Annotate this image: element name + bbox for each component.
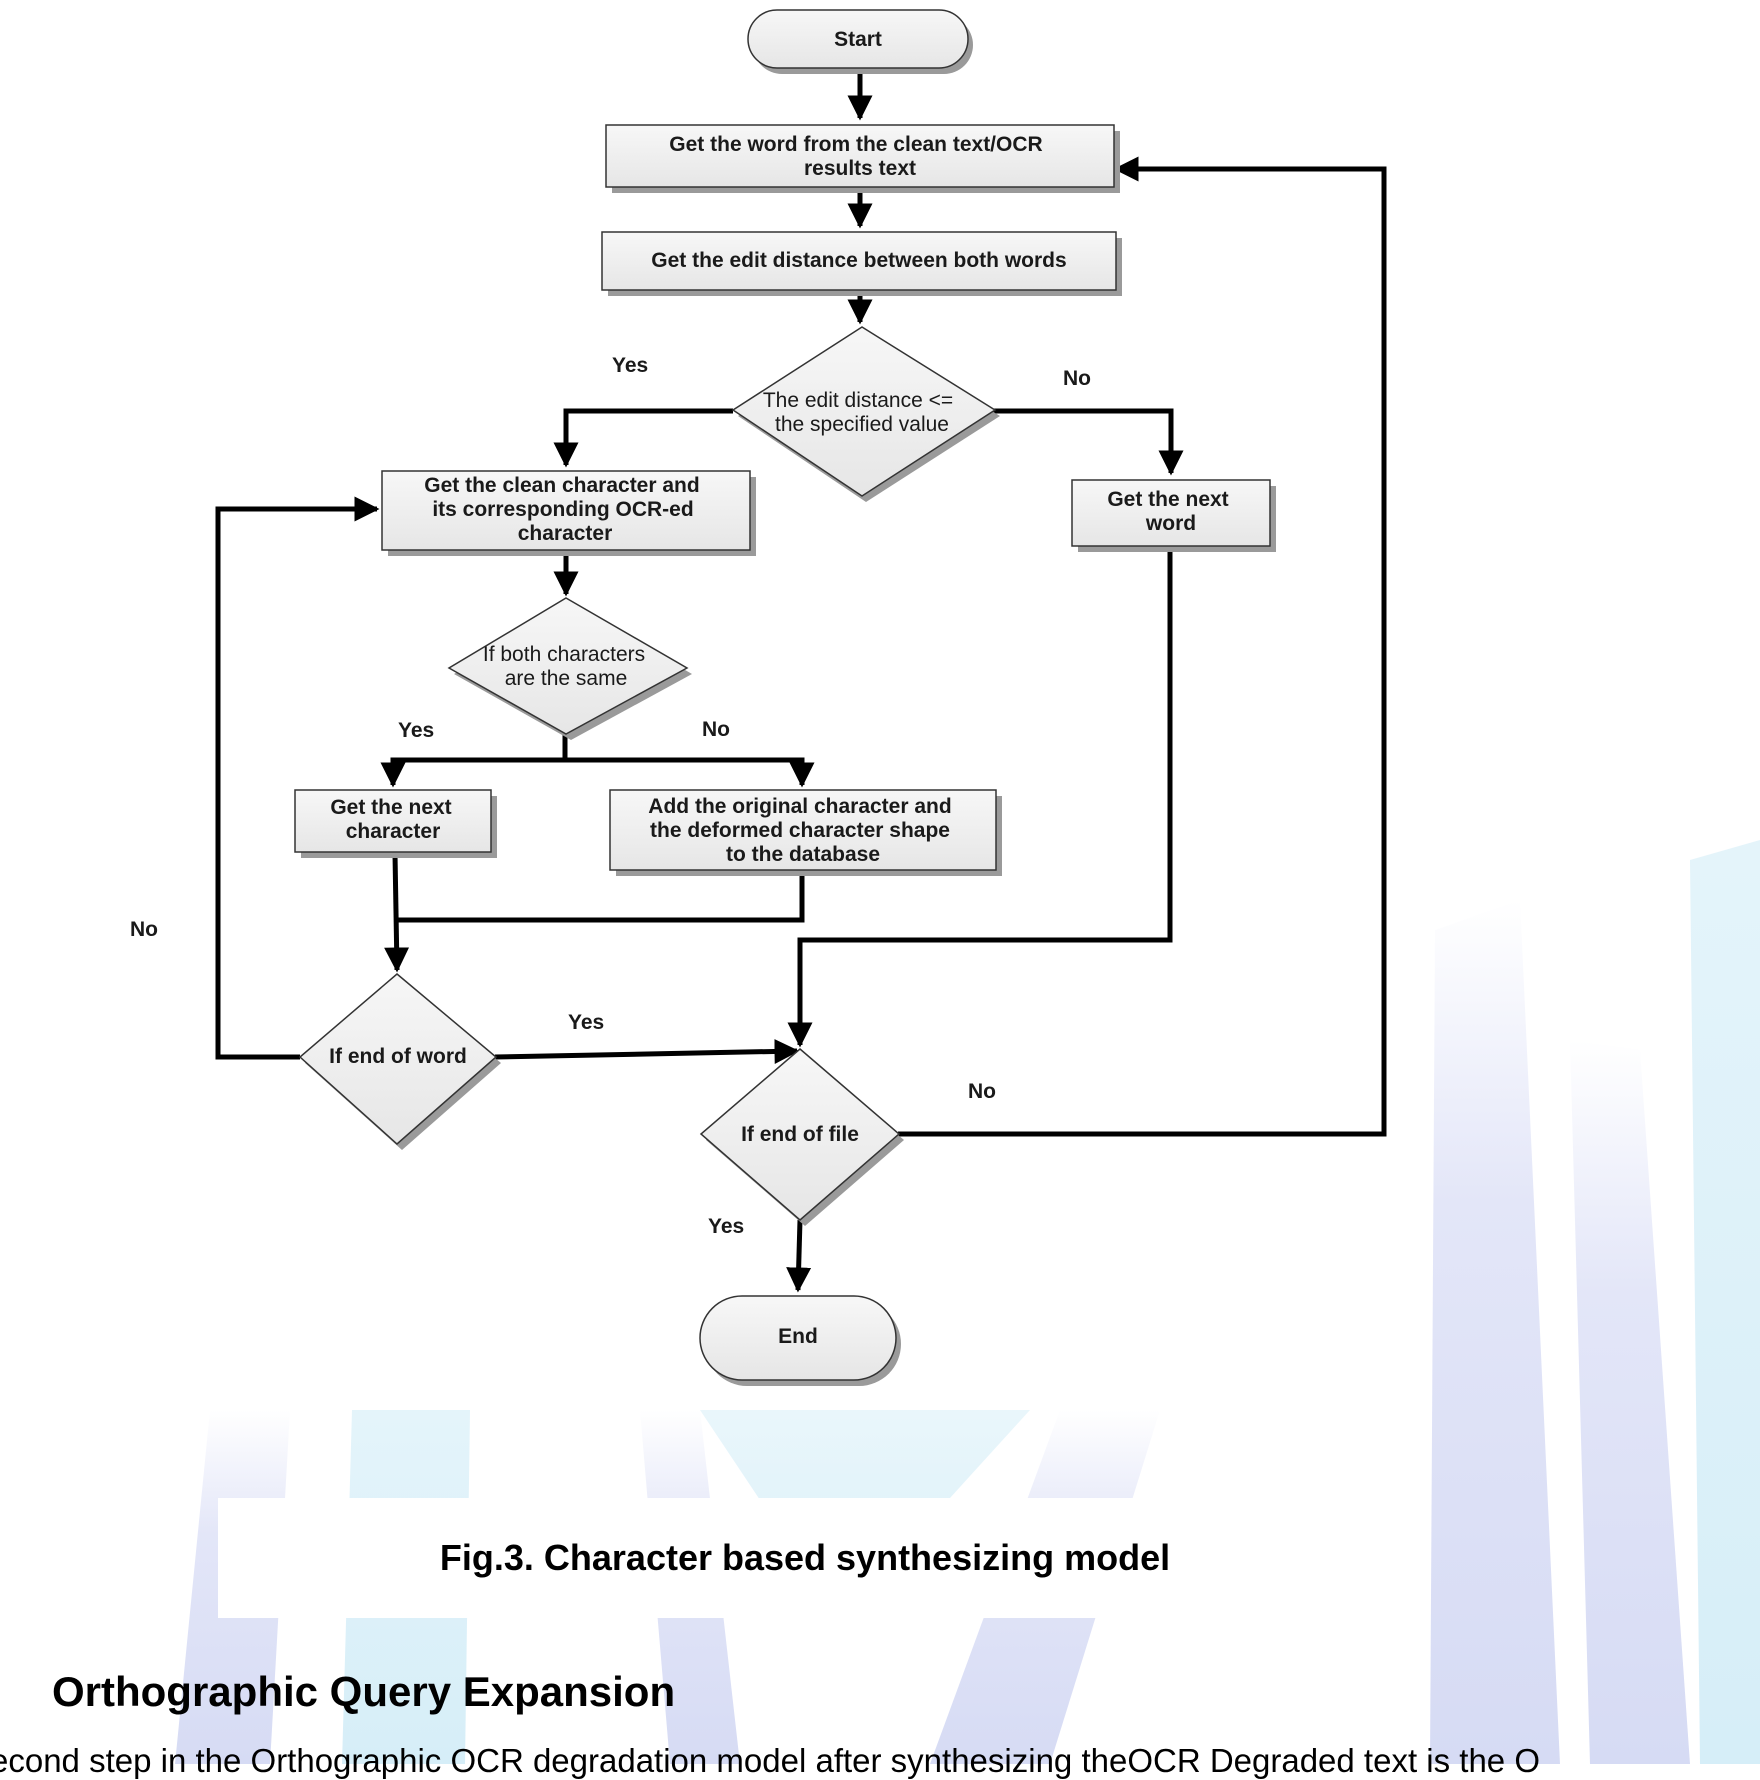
connectors (215, 66, 1387, 1293)
end-terminal: End (699, 1295, 901, 1386)
svg-text:If end of file: If end of file (741, 1123, 859, 1146)
end-label: End (778, 1325, 818, 1348)
svg-text:No: No (130, 918, 158, 941)
next-word-line-1: Get the next (1107, 488, 1228, 511)
edit-distance-label: Get the edit distance between both words (651, 249, 1066, 272)
svg-text:No: No (968, 1080, 996, 1103)
edge-label-end-word-yes: Yes (568, 1011, 604, 1034)
edge-label-same-no: No (702, 718, 730, 741)
edit-decision-line-1: The edit distance <= (763, 389, 953, 412)
next-char-line-2: character (346, 820, 441, 843)
edge-label-edit-yes: Yes (612, 354, 648, 377)
clean-char-line-2: its corresponding OCR-ed (432, 498, 693, 521)
start-terminal: Start (747, 9, 973, 74)
get-word-line-2: results text (804, 157, 916, 180)
svg-text:If end of word: If end of word (329, 1045, 467, 1068)
edge-label-end-file-no: No (968, 1080, 996, 1103)
svg-text:No: No (1063, 367, 1091, 390)
edit-decision-line-2: the specified value (775, 413, 949, 436)
start-label: Start (834, 28, 882, 51)
svg-text:End: End (778, 1325, 818, 1348)
add-db-line-2: the deformed character shape (650, 819, 950, 842)
edit-distance-decision: The edit distance <=the specified value (731, 326, 1000, 502)
svg-text:Yes: Yes (708, 1215, 744, 1238)
figure-caption: Fig.3. Character based synthesizing mode… (218, 1498, 1392, 1618)
end-of-file-decision: If end of file (699, 1048, 904, 1226)
svg-text:Yes: Yes (568, 1011, 604, 1034)
get-word-line-1: Get the word from the clean text/OCR (669, 133, 1042, 156)
same-decision-line-2: are the same (505, 667, 628, 690)
clean-char-line-3: character (518, 522, 613, 545)
add-db-line-1: Add the original character and (648, 795, 951, 818)
svg-text:No: No (702, 718, 730, 741)
end-of-word-label: If end of word (329, 1045, 467, 1068)
flowchart-figure: Start Get the word from the clean text/O… (130, 9, 1387, 1386)
svg-text:Start: Start (834, 28, 882, 51)
same-decision-line-1: If both characters (483, 643, 645, 666)
clean-char-line-1: Get the clean character and (424, 474, 699, 497)
edge-label-same-yes: Yes (398, 719, 434, 742)
svg-text:Get the word from the clean te: Get the word from the clean text/OCRresu… (669, 133, 1042, 180)
edge-labels: Yes No Yes No No Yes No Yes (130, 354, 1091, 1238)
edge-label-edit-no: No (1063, 367, 1091, 390)
svg-text:Get the edit distance between: Get the edit distance between both words (651, 249, 1066, 272)
end-of-file-label: If end of file (741, 1123, 859, 1146)
svg-text:Yes: Yes (398, 719, 434, 742)
section-heading: Orthographic Query Expansion (52, 1668, 676, 1715)
next-char-line-1: Get the next (330, 796, 451, 819)
body-paragraph: econd step in the Orthographic OCR degra… (0, 1742, 1541, 1779)
edit-distance-process: Get the edit distance between both words (601, 231, 1122, 296)
end-of-word-decision: If end of word (298, 973, 501, 1150)
next-word-line-2: word (1145, 512, 1196, 535)
edge-label-end-file-yes: Yes (708, 1215, 744, 1238)
svg-text:The edit distance <=the specif: The edit distance <=the specified value (763, 389, 953, 436)
svg-text:Yes: Yes (612, 354, 648, 377)
add-db-line-3: to the database (726, 843, 880, 866)
edge-label-end-word-no: No (130, 918, 158, 941)
